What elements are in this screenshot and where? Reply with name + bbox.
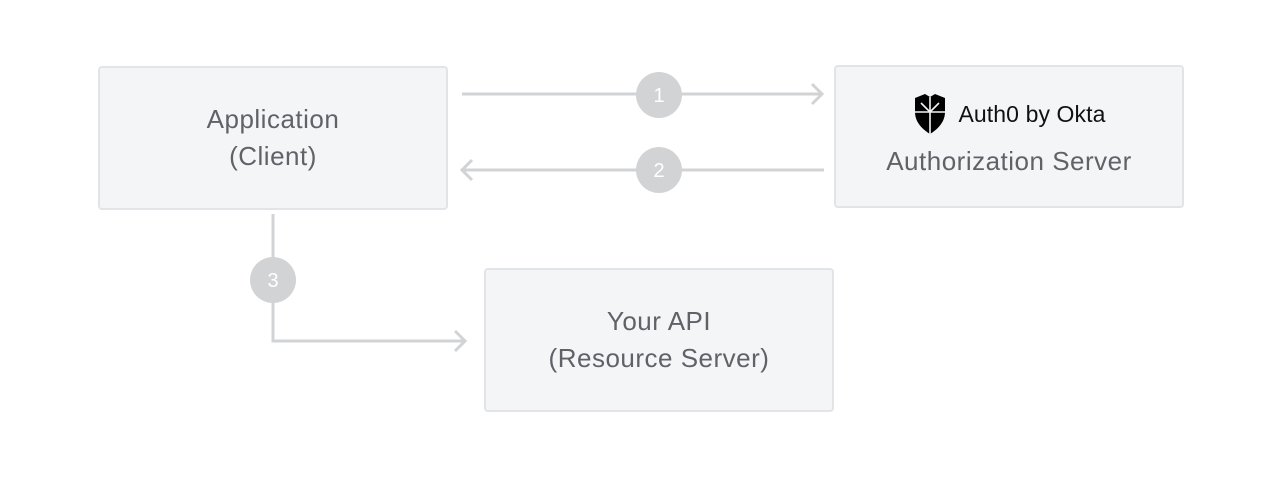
- application-sublabel: (Client): [229, 141, 317, 171]
- step-1-number: 1: [653, 85, 664, 107]
- resource-server-sublabel: (Resource Server): [548, 343, 770, 373]
- step-2-number: 2: [653, 160, 664, 182]
- resource-server-label: Your API: [606, 306, 712, 336]
- step-3-arrow: [271, 214, 468, 353]
- step-1-badge: 1: [636, 72, 682, 118]
- auth0-brand: Auth0 by Okta: [912, 93, 1105, 135]
- application-client-box: Application (Client): [98, 66, 448, 210]
- auth0-shield-icon: [912, 93, 948, 135]
- step-1-arrow: [462, 82, 825, 106]
- auth0-brand-text: Auth0 by Okta: [958, 100, 1106, 127]
- authorization-server-label: Authorization Server: [886, 146, 1132, 176]
- step-2-badge: 2: [636, 147, 682, 193]
- step-3-number: 3: [267, 270, 278, 292]
- resource-server-box: Your API (Resource Server): [484, 268, 834, 412]
- authorization-server-box: Auth0 by Okta Authorization Server: [834, 65, 1184, 208]
- step-2-arrow: [459, 158, 824, 182]
- step-3-badge: 3: [250, 257, 296, 303]
- application-label: Application: [206, 104, 340, 134]
